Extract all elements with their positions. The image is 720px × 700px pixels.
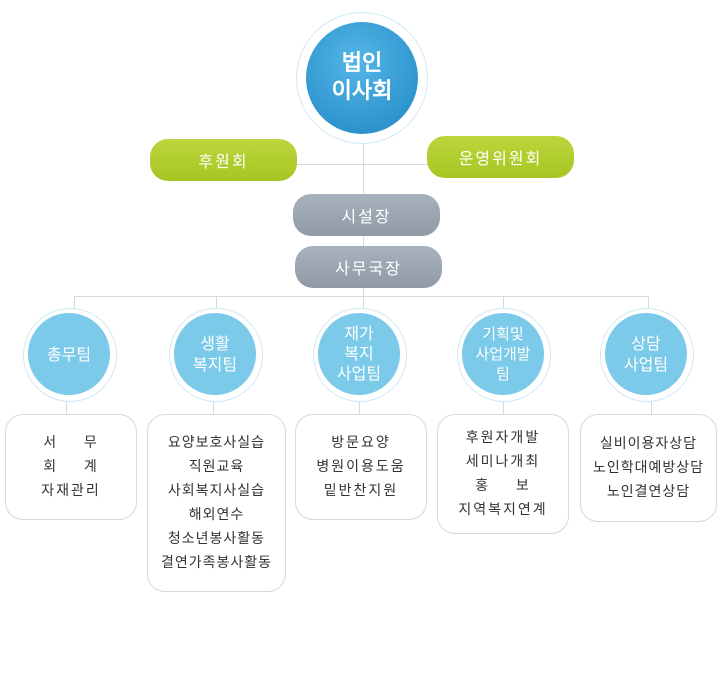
team-4-label-line1: 기획및 (482, 325, 524, 343)
team-2-duty: 결연가족봉사활동 (160, 555, 273, 571)
team-4-label-line3: 팀 (496, 365, 510, 383)
facility-head-label: 시설장 (341, 207, 392, 226)
supporters-node: 후원회 (150, 139, 297, 181)
team-4-duty: 지역복지연계 (458, 502, 548, 518)
team-1-duty: 회 계 (43, 459, 99, 475)
team-4-label-line2: 사업개발 (475, 345, 531, 363)
connector-team-2 (216, 296, 217, 310)
team-3-label-line3: 사업팀 (336, 364, 382, 383)
board-label-line2: 이사회 (331, 79, 393, 104)
team-2-duty: 사회복지사실습 (167, 483, 266, 499)
team-4-duty: 홍 보 (475, 478, 531, 494)
team-5-node: 상담 사업팀 (605, 313, 687, 395)
connector-box-3 (359, 398, 360, 414)
connector-teams-horizontal (74, 296, 649, 297)
team-2-duty: 청소년봉사활동 (167, 531, 266, 547)
team-2-duties: 요양보호사실습 직원교육 사회복지사실습 해외연수 청소년봉사활동 결연가족봉사… (147, 414, 286, 592)
team-2-duty: 직원교육 (188, 459, 245, 475)
connector-box-1 (66, 398, 67, 414)
team-1-duty: 서 무 (43, 435, 99, 451)
secretary-general-label: 사무국장 (335, 259, 402, 278)
team-4-duties: 후원자개발 세미나개최 홍 보 지역복지연계 (437, 414, 569, 534)
team-5-label-line2: 사업팀 (623, 355, 669, 374)
connector-box-2 (213, 398, 214, 414)
team-3-duty: 방문요양 (331, 435, 391, 451)
operating-committee-label: 운영위원회 (458, 149, 543, 168)
team-1-duties: 서 무 회 계 자재관리 (5, 414, 137, 520)
team-5-label-line1: 상담 (631, 334, 661, 353)
team-3-label-line2: 복지 (344, 344, 374, 363)
team-4-duty: 후원자개발 (465, 430, 541, 446)
connector-team-5 (648, 296, 649, 310)
connector-team-3 (363, 296, 364, 310)
board-node: 법인 이사회 (306, 22, 418, 134)
team-5-duty: 노인학대예방상담 (592, 460, 705, 476)
supporters-label: 후원회 (198, 152, 249, 171)
connector-support-horizontal (296, 164, 428, 165)
team-3-duties: 방문요양 병원이용도움 밑반찬지원 (295, 414, 427, 520)
team-4-node: 기획및 사업개발 팀 (462, 313, 544, 395)
team-2-node: 생활 복지팀 (174, 313, 256, 395)
facility-head-node: 시설장 (293, 194, 440, 236)
team-1-duty: 자재관리 (41, 483, 101, 499)
team-2-label-line2: 복지팀 (192, 355, 238, 374)
team-2-duty: 요양보호사실습 (167, 435, 266, 451)
team-3-node: 재가 복지 사업팀 (318, 313, 400, 395)
secretary-general-node: 사무국장 (295, 246, 442, 288)
team-2-label-line1: 생활 (200, 334, 230, 353)
team-3-duty: 병원이용도움 (316, 459, 406, 475)
team-5-duties: 실비이용자상담 노인학대예방상담 노인결연상담 (580, 414, 717, 522)
team-1-node: 총무팀 (28, 313, 110, 395)
team-5-duty: 실비이용자상담 (599, 436, 698, 452)
team-2-duty: 해외연수 (188, 507, 245, 523)
board-label-line1: 법인 (341, 51, 383, 76)
connector-team-4 (503, 296, 504, 310)
connector-box-4 (503, 398, 504, 414)
team-3-duty: 밑반찬지원 (323, 483, 399, 499)
connector-box-5 (651, 398, 652, 414)
team-4-duty: 세미나개최 (465, 454, 541, 470)
team-3-label-line1: 재가 (344, 324, 374, 343)
team-5-duty: 노인결연상담 (606, 484, 691, 500)
team-1-label-line1: 총무팀 (46, 344, 92, 364)
connector-team-1 (74, 296, 75, 310)
operating-committee-node: 운영위원회 (427, 136, 574, 178)
